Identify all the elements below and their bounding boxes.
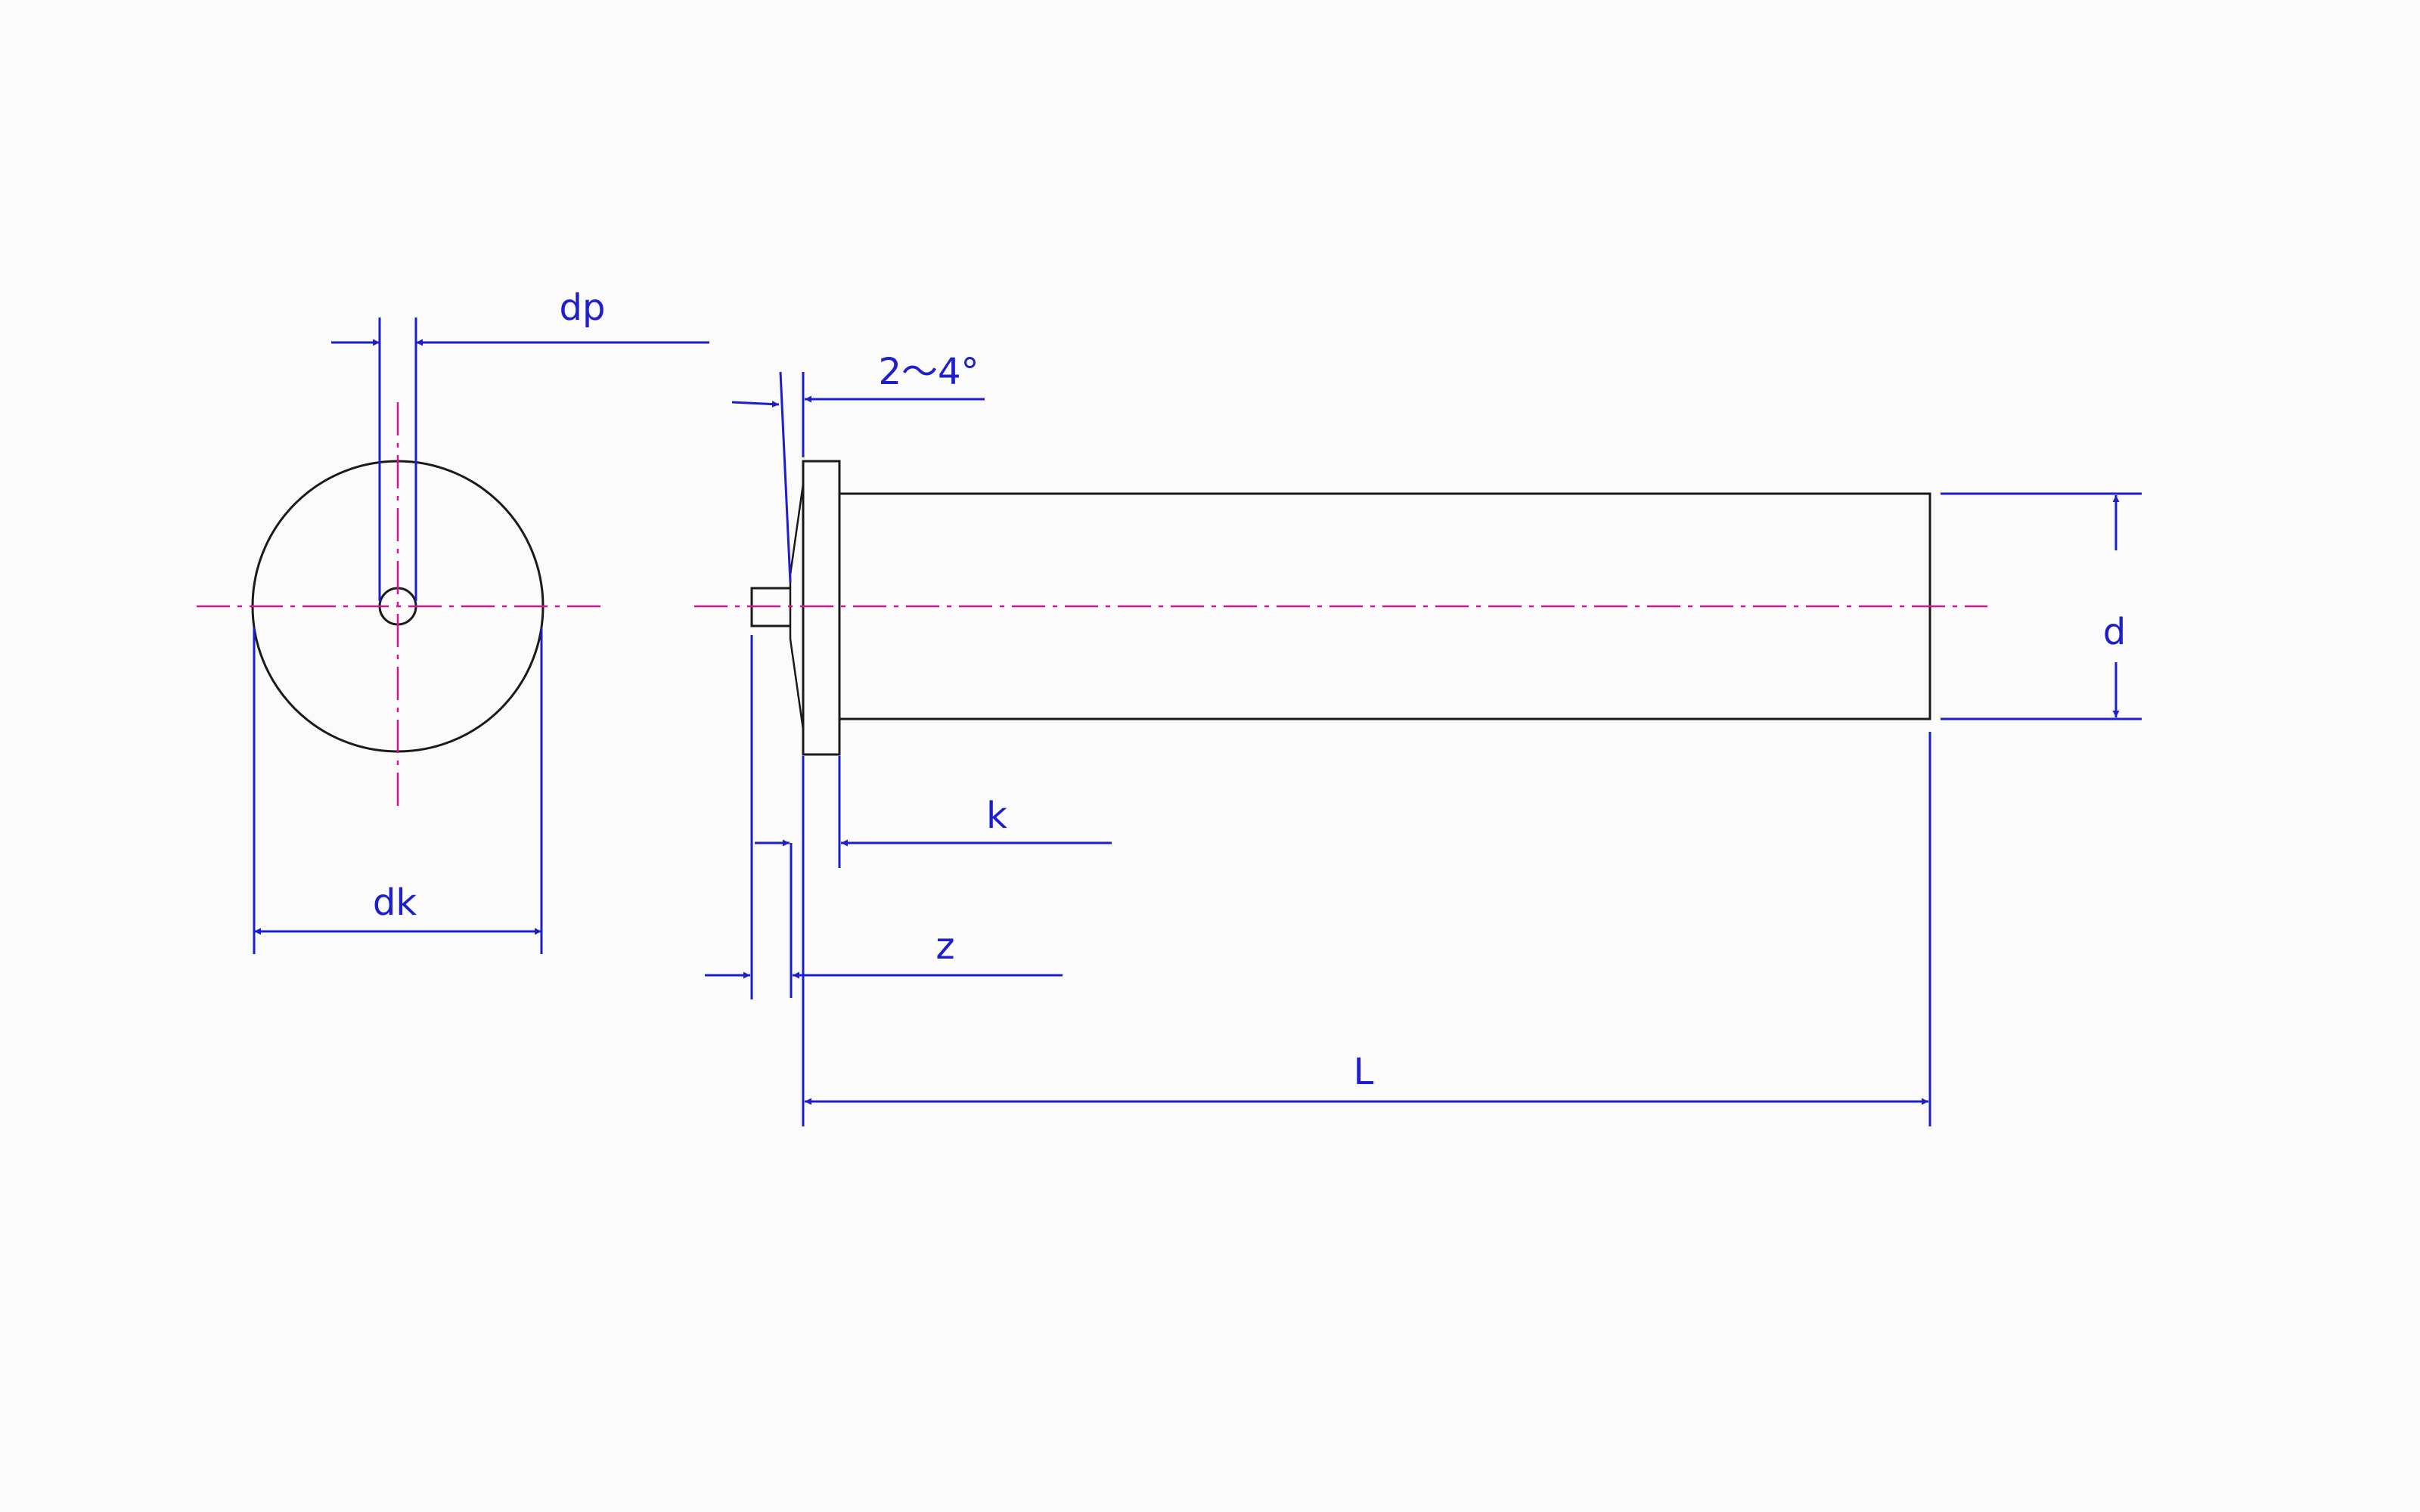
dp-dimension: [331, 318, 709, 601]
label-k: k: [986, 795, 1007, 837]
label-L: L: [1354, 1051, 1374, 1093]
label-dp: dp: [560, 287, 606, 329]
end-view: [197, 402, 601, 810]
d-dimension: [1941, 492, 2142, 720]
label-d: d: [2103, 611, 2126, 653]
label-z: z: [935, 925, 954, 968]
L-dimension: [802, 732, 1931, 1126]
dk-dimension: [253, 627, 543, 954]
label-dk: dk: [373, 881, 417, 924]
z-dimension: [705, 635, 1063, 999]
k-dimension: [755, 756, 1112, 998]
label-angle: 2～4°: [878, 351, 979, 393]
angle-dimension: [731, 371, 985, 583]
head-outline: [802, 460, 841, 756]
side-view: [694, 460, 1987, 756]
